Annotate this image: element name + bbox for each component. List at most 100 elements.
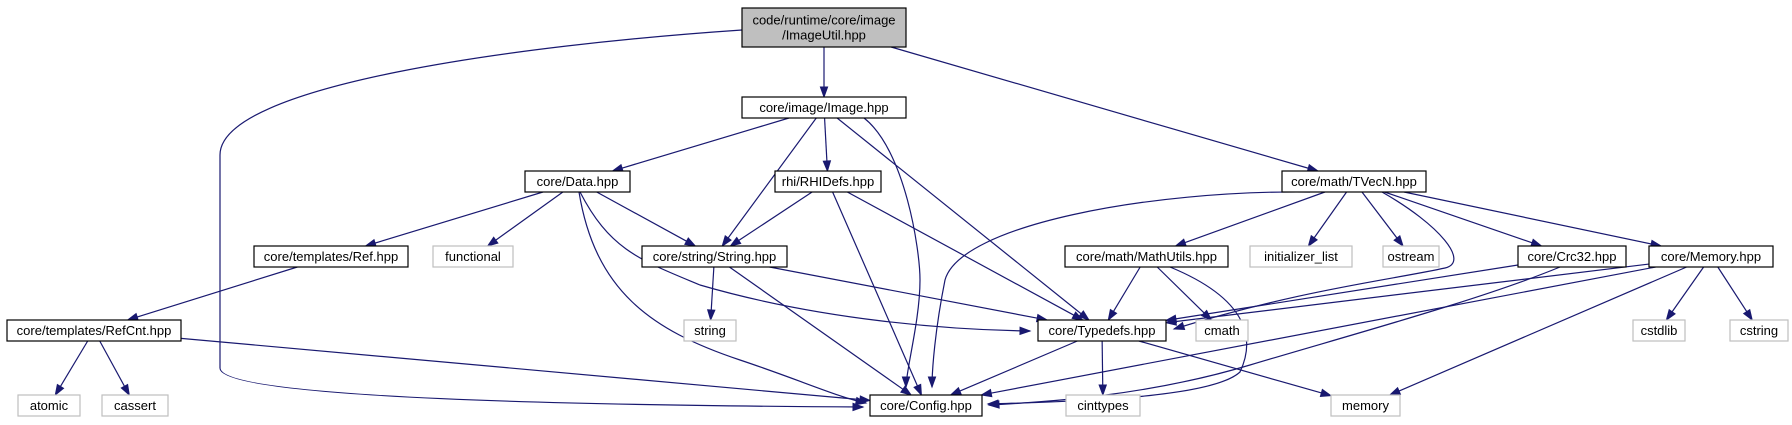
edge-typedefs-to-memory_std: [1138, 340, 1333, 397]
node-box: [774, 170, 882, 193]
node-box: [6, 319, 182, 342]
edge-typedefs-to-cinttypes: [1098, 340, 1108, 397]
node-atomic: atomic: [17, 394, 81, 417]
arrowhead-icon: [1019, 326, 1032, 336]
node-string-hpp[interactable]: core/string/String.hpp: [641, 245, 788, 268]
node-ref[interactable]: core/templates/Ref.hpp: [253, 245, 409, 268]
arrowhead-icon: [949, 386, 962, 396]
node-box: [1037, 319, 1167, 342]
node-refcnt[interactable]: core/templates/RefCnt.hpp: [6, 319, 182, 342]
node-label: cinttypes: [1077, 398, 1129, 413]
edge-tvecn-to-typedefs: [1172, 191, 1455, 331]
arrowhead-icon: [927, 376, 937, 389]
arrowhead-icon: [706, 309, 716, 322]
node-image[interactable]: core/image/Image.hpp: [741, 96, 907, 119]
node-memory-std: memory: [1330, 394, 1401, 417]
arrowhead-icon: [1530, 238, 1543, 247]
edge-image-to-config: [863, 117, 921, 389]
node-ostream: ostream: [1382, 245, 1440, 268]
arrowhead-icon: [819, 86, 829, 99]
node-cmath: cmath: [1195, 319, 1249, 342]
node-data[interactable]: core/Data.hpp: [524, 170, 631, 193]
node-box: [1648, 245, 1774, 268]
edge-mathutils-to-cmath: [1156, 266, 1213, 322]
edge-rhidefs-to-config: [832, 191, 922, 397]
edge-imageutil-to-image: [819, 47, 829, 99]
node-label: cstring: [1740, 323, 1778, 338]
node-box: [741, 96, 907, 119]
node-box: [524, 170, 631, 193]
node-imageutil[interactable]: code/runtime/core/image/ImageUtil.hpp: [741, 7, 907, 48]
edge-typedefs-to-config: [949, 340, 1078, 396]
arrowhead-icon: [900, 385, 913, 396]
node-label: atomic: [30, 398, 69, 413]
edge-data-to-functional: [486, 191, 564, 247]
node-functional: functional: [432, 245, 514, 268]
node-box: [253, 245, 409, 268]
edge-rhidefs-to-string_hpp: [729, 191, 813, 247]
arrowhead-icon: [721, 234, 732, 248]
edge-string_hpp-to-typedefs: [769, 266, 1049, 323]
node-mathutils[interactable]: core/math/MathUtils.hpp: [1064, 245, 1229, 268]
node-label: cassert: [114, 398, 156, 413]
edge-image-to-typedefs: [836, 117, 1091, 321]
node-box: [1065, 394, 1141, 417]
edge-imageutil-to-tvecn: [890, 46, 1320, 173]
node-label: core/templates/Ref.hpp: [264, 249, 398, 264]
node-tvecn[interactable]: core/math/TVecN.hpp: [1281, 170, 1427, 193]
edge-tvecn-to-ostream: [1361, 191, 1404, 248]
edge-data-to-string_hpp: [596, 191, 697, 247]
edge-data-to-config: [578, 191, 868, 406]
edge-refcnt-to-config: [180, 337, 872, 404]
node-box: [1382, 245, 1440, 268]
node-label: core/templates/RefCnt.hpp: [17, 323, 172, 338]
nodes-layer: code/runtime/core/image/ImageUtil.hpp cor…: [6, 7, 1789, 417]
edge-tvecn-to-config: [927, 191, 1311, 389]
edge-tvecn-to-mathutils: [1174, 191, 1326, 247]
arrowhead-icon: [1164, 317, 1177, 326]
arrowhead-icon: [901, 376, 911, 389]
node-box: [1195, 319, 1249, 342]
node-label: string: [694, 323, 726, 338]
arrowhead-icon: [859, 395, 872, 404]
node-rhidefs[interactable]: rhi/RHIDefs.hpp: [774, 170, 882, 193]
node-crc32[interactable]: core/Crc32.hpp: [1517, 245, 1627, 268]
node-memory-hpp[interactable]: core/Memory.hpp: [1648, 245, 1774, 268]
node-config[interactable]: core/Config.hpp: [869, 394, 983, 417]
node-string-std: string: [683, 319, 737, 342]
edge-memory_hpp-to-config: [979, 266, 1656, 398]
arrowhead-icon: [1307, 234, 1319, 248]
edge-image-to-data: [611, 117, 790, 173]
node-box: [17, 394, 81, 417]
node-box: [1729, 319, 1789, 342]
node-typedefs[interactable]: core/Typedefs.hpp: [1037, 319, 1167, 342]
edge-tvecn-to-crc32: [1384, 191, 1543, 247]
arrowhead-icon: [1071, 311, 1084, 321]
edge-image-to-string_hpp: [721, 117, 817, 248]
edge-string_hpp-to-config: [729, 266, 913, 396]
edge-memory_hpp-to-typedefs: [1164, 263, 1650, 326]
arrowhead-icon: [1393, 235, 1404, 248]
node-label: ostream: [1388, 249, 1435, 264]
edge-crc32-to-config: [987, 266, 1561, 409]
node-initializer-list: initializer_list: [1249, 245, 1353, 268]
node-cinttypes: cinttypes: [1065, 394, 1141, 417]
arrowhead-icon: [486, 236, 499, 247]
node-label: cmath: [1204, 323, 1239, 338]
edge-tvecn-to-initializer_list: [1307, 191, 1348, 248]
node-label: /ImageUtil.hpp: [782, 28, 866, 43]
arrowhead-icon: [1319, 388, 1333, 397]
node-box: [641, 245, 788, 268]
node-label: core/string/String.hpp: [653, 249, 777, 264]
edge-refcnt-to-atomic: [54, 340, 89, 397]
node-box: [1330, 394, 1401, 417]
arrowhead-icon: [1078, 310, 1091, 321]
edge-memory_hpp-to-cstdlib: [1665, 266, 1705, 322]
node-label: rhi/RHIDefs.hpp: [782, 174, 874, 189]
edge-imageutil-to-config: [219, 29, 865, 412]
arrowhead-icon: [1174, 238, 1187, 247]
arrowhead-icon: [1107, 308, 1118, 322]
node-box: [1281, 170, 1427, 193]
edge-memory_hpp-to-cstring: [1717, 266, 1753, 322]
